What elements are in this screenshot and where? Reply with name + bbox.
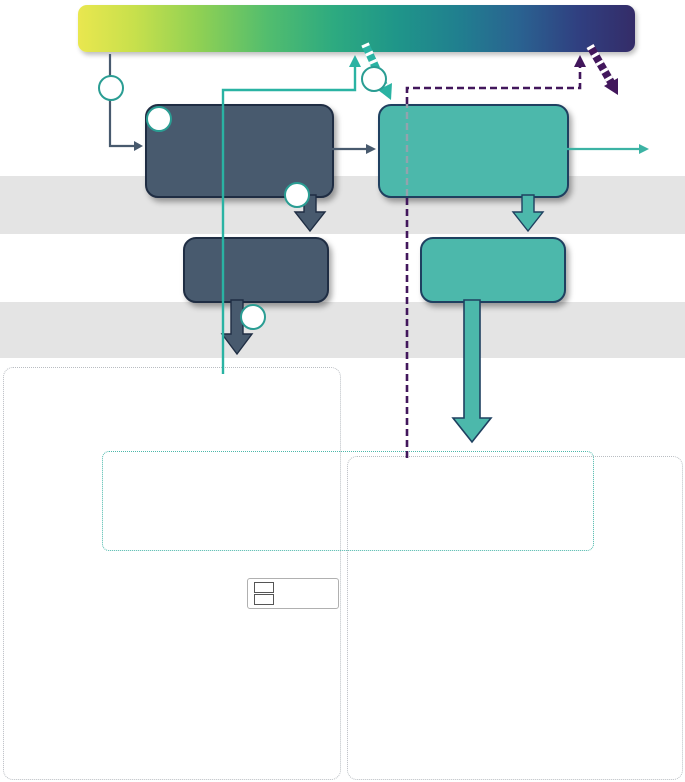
search-space-bar — [78, 5, 635, 52]
legend-entry-stage2 — [254, 594, 332, 605]
stage2-swatch — [254, 594, 274, 605]
training-band — [0, 176, 685, 234]
stage2-group-outline — [347, 456, 683, 780]
inference-band — [0, 302, 685, 358]
stage1-swatch — [254, 582, 274, 593]
arrow-ext-to-next — [567, 144, 649, 154]
arrow-min-to-ext — [332, 144, 376, 154]
stage2-tests-outline — [102, 451, 594, 551]
step-circle-4 — [240, 304, 266, 330]
step-circle-2 — [146, 106, 172, 132]
arrow-step1 — [108, 54, 143, 151]
stage1-group-outline — [3, 367, 341, 780]
models-stage1-box — [183, 237, 329, 303]
chart-b-legend — [247, 578, 339, 609]
models-stage2-box — [420, 237, 566, 303]
chart-c-plot — [348, 545, 685, 782]
minimum-dataset-box — [145, 104, 334, 198]
legend-entry-stage1 — [254, 582, 332, 593]
step-circle-5 — [361, 66, 387, 92]
step-circle-1 — [98, 75, 124, 101]
extended-dataset-box — [378, 104, 569, 198]
step-circle-3 — [284, 182, 310, 208]
